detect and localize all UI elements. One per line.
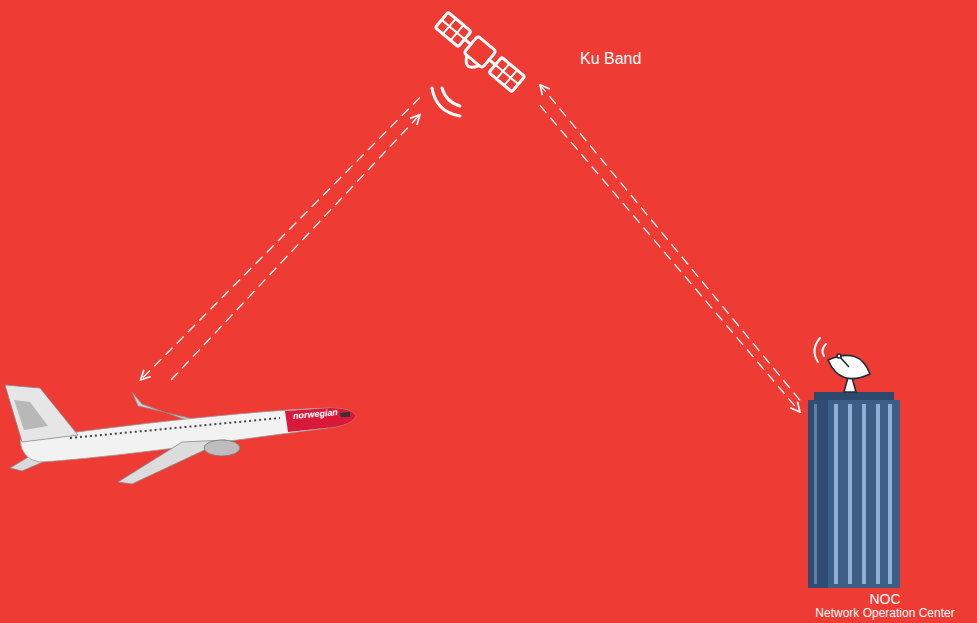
building-icon-part-part — [837, 354, 841, 358]
building-icon-part — [828, 354, 870, 392]
dashed-link — [141, 97, 420, 380]
satellite-icon-part — [430, 11, 526, 98]
airplane-picture-part — [14, 400, 48, 430]
dashed-link — [540, 85, 800, 401]
satellite-icon-part — [442, 88, 460, 106]
building-icon-part — [814, 392, 894, 400]
satellite-icon-part-part — [464, 36, 497, 68]
building-icon-part-part — [840, 357, 849, 367]
satellite-icon-part-part — [495, 65, 518, 84]
noc-node: NOCNetwork Operation Center — [800, 330, 970, 623]
building-icon — [808, 338, 900, 588]
building-icon-part — [808, 400, 900, 588]
airplane-picture-part — [285, 408, 356, 432]
building-icon-part-part — [814, 338, 820, 362]
satellite-icon-part-part — [489, 57, 525, 92]
satellite-node: Ku Band — [420, 10, 540, 125]
building-icon-part — [814, 404, 817, 584]
dashed-link — [540, 105, 800, 412]
satellite-icon-part-part — [442, 20, 465, 39]
building-icon-part — [888, 404, 892, 584]
airplane-picture-part — [204, 440, 240, 456]
building-icon-part — [814, 338, 826, 362]
airplane-picture — [5, 385, 356, 484]
building-icon-part — [808, 400, 828, 588]
airplane-picture-part — [340, 412, 350, 417]
building-icon-part-part — [828, 355, 870, 378]
airplane-node: norwegian — [0, 380, 380, 495]
satellite-icon — [430, 11, 526, 116]
building-icon-part-part — [822, 344, 826, 356]
node-label: norwegian — [293, 407, 339, 421]
label-group: NOCNetwork Operation Center — [800, 592, 970, 620]
satellite-icon-part — [432, 88, 460, 116]
node-label: Ku Band — [580, 50, 641, 68]
node-sublabel: Network Operation Center — [800, 607, 970, 620]
building-icon-part — [834, 404, 838, 584]
airplane-picture-part — [5, 385, 78, 442]
dashed-link — [171, 115, 420, 380]
building-icon-part — [848, 404, 852, 584]
airplane-picture-part — [70, 418, 280, 438]
node-label: NOC — [800, 592, 970, 607]
building-icon-part — [862, 404, 866, 584]
building-icon-part — [876, 404, 880, 584]
satellite-icon-part-part — [435, 12, 471, 47]
satellite-icon-part-part — [462, 55, 479, 71]
